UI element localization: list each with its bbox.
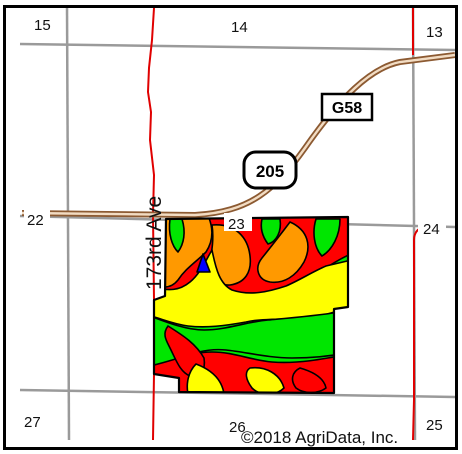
section-label-25: 25	[426, 417, 443, 434]
section-grid	[19, 4, 456, 441]
section-label-15: 15	[34, 17, 51, 34]
section-line-bottom	[19, 388, 456, 399]
section-label-24: 24	[423, 221, 440, 238]
field-boundary	[152, 215, 350, 395]
soil-zone-orange-right	[257, 221, 309, 284]
highway-205	[21, 52, 456, 219]
soil-zone-green-top-1	[168, 218, 185, 253]
section-label-26: 26	[229, 419, 246, 436]
soil-zone-green-top-3	[313, 218, 341, 257]
soil-zone-yellow-right	[245, 366, 285, 393]
route-shield-g58: G58	[320, 92, 374, 122]
road-label-173rd-ave: 173rd Ave	[143, 196, 166, 290]
section-label-27: 27	[24, 414, 41, 431]
soil-zone-yellow-lower	[186, 363, 225, 393]
section-line-left	[65, 4, 71, 441]
soil-zone-green-top-2	[260, 218, 282, 245]
map-frame	[3, 5, 458, 450]
section-labels: 15 14 13 22 23 24 27 26 25	[24, 17, 446, 436]
section-line-top	[19, 42, 456, 52]
soil-zone-green-band	[154, 309, 348, 367]
section-label-23: 23	[228, 216, 245, 233]
section-label-22: 22	[27, 212, 44, 229]
soil-zone-blue	[196, 253, 211, 273]
section-label-13: 13	[426, 24, 443, 41]
section-label-14: 14	[231, 19, 248, 36]
copyright-text: ©2018 AgriData, Inc.	[241, 428, 398, 447]
route-shield-g58-label: G58	[332, 100, 362, 117]
soil-zones	[154, 217, 348, 393]
route-shield-205: 205	[242, 150, 298, 190]
route-shield-205-label: 205	[256, 162, 284, 181]
